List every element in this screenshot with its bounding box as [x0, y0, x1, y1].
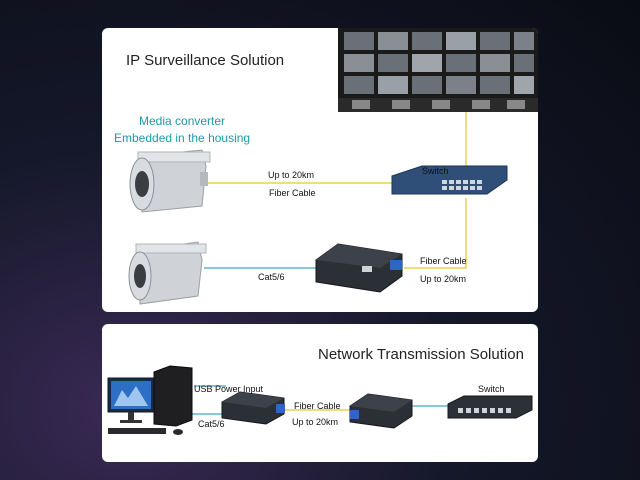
media-converter-right [349, 393, 413, 429]
media-converter-top [315, 243, 403, 293]
panel-title: Network Transmission Solution [318, 346, 524, 363]
link2-distance-label: Up to 20km [420, 274, 467, 284]
link1-distance-label: Up to 20km [268, 170, 315, 180]
network-switch-top [391, 165, 508, 195]
copper-label: Cat5/6 [198, 419, 225, 429]
panel-title: IP Surveillance Solution [126, 52, 285, 69]
switch-label: Switch [478, 384, 505, 394]
converter-note-line1: Media converter [139, 114, 226, 128]
fiber-medium-label: Fiber Cable [294, 401, 341, 411]
bullet-camera-2 [128, 241, 207, 305]
desktop-computer [107, 365, 193, 435]
link1-medium-label: Fiber Cable [269, 188, 316, 198]
link2-medium-label: Fiber Cable [420, 256, 467, 266]
network-transmission-panel: Network Transmission Solution USB Power … [102, 324, 538, 462]
network-switch-bottom [447, 395, 533, 419]
ip-surveillance-diagram [128, 28, 538, 305]
copper-label: Cat5/6 [258, 272, 285, 282]
fiber-distance-label: Up to 20km [292, 417, 339, 427]
media-converter-left [221, 391, 285, 425]
converter-note-line2: Embedded in the housing [114, 131, 251, 145]
bullet-camera-1 [129, 149, 211, 213]
video-wall-monitor [338, 28, 538, 112]
usb-power-label: USB Power Input [194, 384, 264, 394]
network-transmission-diagram [107, 365, 533, 435]
switch-label: Switch [422, 166, 449, 176]
ip-surveillance-panel: IP Surveillance Solution Media converter… [102, 28, 538, 312]
fiber-cable-switch-to-converter [404, 198, 467, 269]
